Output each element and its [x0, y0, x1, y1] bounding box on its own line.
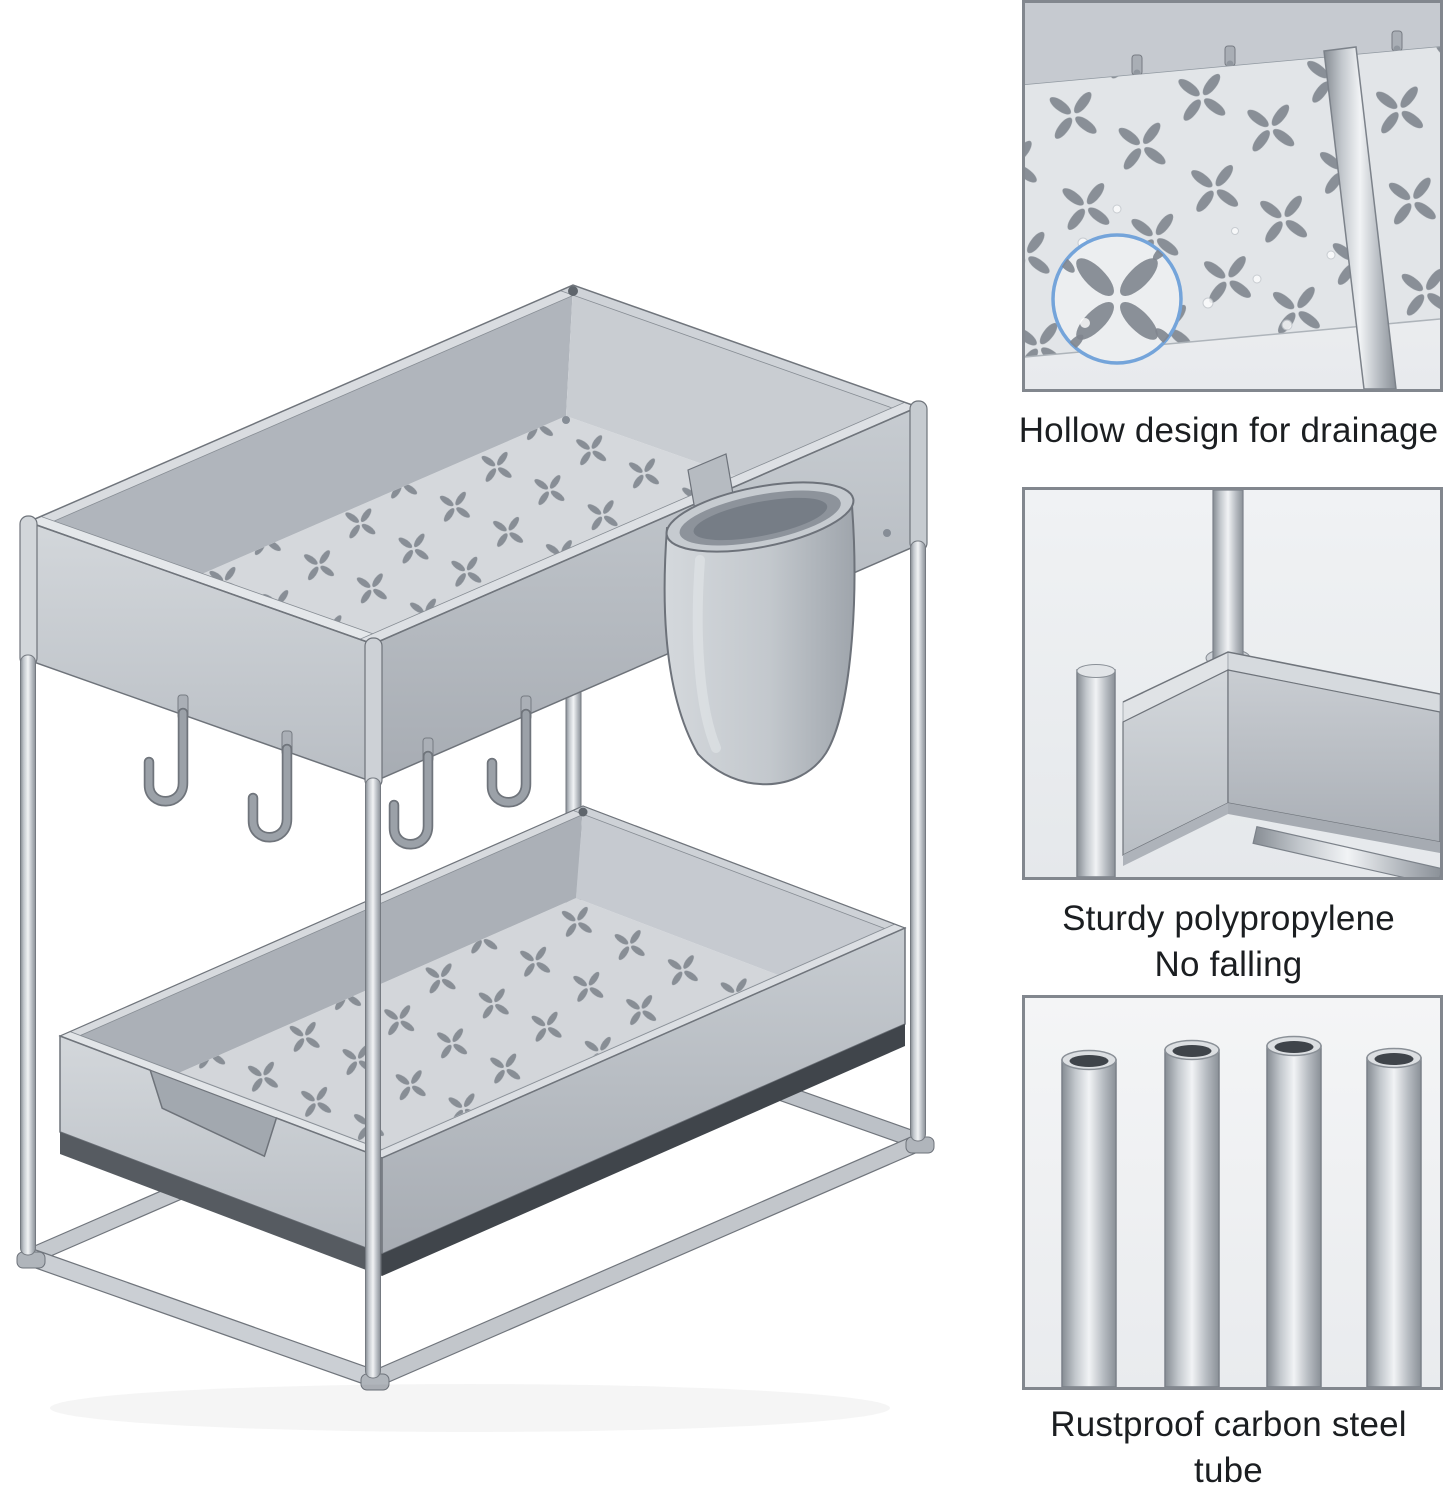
base-frame-front	[16, 1132, 935, 1391]
top-basket	[19, 284, 928, 789]
caption-drainage: Hollow design for drainage	[1018, 411, 1439, 450]
steel-tube-leg-right	[910, 540, 926, 1142]
caption-material: Sturdy polypropylene No falling	[1062, 899, 1395, 985]
steel-tube-diagonal	[1323, 46, 1397, 389]
steel-tube-4	[1366, 1047, 1422, 1387]
two-tier-organizer-image	[16, 284, 935, 1432]
product-shadow	[50, 1384, 890, 1432]
carbon-steel-tubes	[1061, 1035, 1422, 1387]
corner-tube-upper	[1212, 490, 1244, 661]
steel-tube-leg-left	[20, 654, 36, 1256]
detail-frame-material	[1022, 487, 1443, 880]
steel-tube-2	[1164, 1039, 1220, 1387]
tube-detail-image	[1025, 998, 1440, 1387]
steel-tube-leg-front	[365, 777, 381, 1379]
detail-frame-tube	[1022, 995, 1443, 1390]
basket-corner	[1122, 651, 1440, 866]
leg-tube-lower-right	[1252, 825, 1440, 877]
steel-tube-3	[1266, 1035, 1322, 1387]
drainage-detail-image	[1025, 3, 1440, 389]
caption-tube: Rustproof carbon steel tube	[1050, 1405, 1407, 1491]
standalone-tube-left	[1076, 664, 1116, 877]
detail-frame-drainage	[1022, 0, 1443, 392]
magnifier-circle	[1051, 233, 1183, 365]
steel-tube-legs	[20, 540, 926, 1379]
hanging-cup	[663, 453, 856, 786]
material-detail-image	[1025, 490, 1440, 877]
steel-tube-1	[1061, 1049, 1117, 1387]
product-illustration	[16, 284, 935, 1432]
basket-rim-bar	[1025, 3, 1440, 85]
bottom-basket	[58, 805, 907, 1276]
s-hooks	[143, 694, 532, 850]
